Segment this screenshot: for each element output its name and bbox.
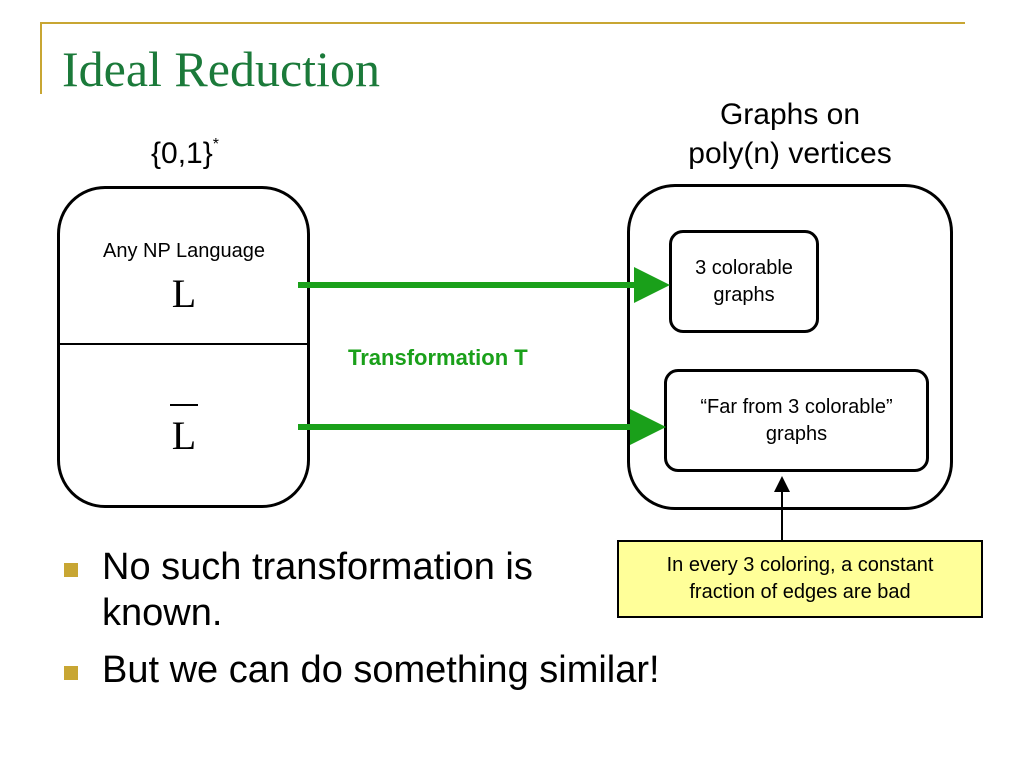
callout-line-1: In every 3 coloring, a constant [666, 554, 934, 576]
bullet-text: No such transformation is known. [102, 546, 533, 634]
bullet-item: No such transformation is known. [64, 545, 552, 636]
frame-left-line [40, 22, 42, 94]
three-colorable-line-2: graphs [713, 283, 775, 306]
slide-title: Ideal Reduction [62, 41, 380, 97]
language-divider [60, 343, 308, 345]
target-set-label: Graphs on poly(n) vertices [640, 95, 940, 173]
far-from-colorable-line-1: “Far from 3 colorable” [700, 395, 893, 418]
bullet-text: But we can do something similar! [102, 649, 660, 692]
domain-set-base: {0,1} [151, 137, 213, 170]
domain-set-superscript: * [212, 136, 219, 153]
bullet-list: No such transformation is known. But we … [64, 545, 764, 706]
bad-edges-callout: In every 3 coloring, a constant fraction… [617, 540, 983, 618]
callout-line-2: fraction of edges are bad [689, 581, 911, 603]
target-set-label-line-1: Graphs on [719, 98, 861, 131]
np-language-box [57, 186, 310, 508]
square-bullet-icon [64, 666, 78, 681]
complement-bar [170, 404, 198, 406]
domain-set-label: {0,1}* [120, 136, 250, 171]
graphs-box [627, 184, 953, 510]
frame-top-line [40, 22, 965, 24]
far-from-colorable-box: “Far from 3 colorable” graphs [664, 369, 929, 472]
transformation-label: Transformation T [348, 345, 528, 370]
square-bullet-icon [64, 563, 78, 577]
language-complement: L [171, 413, 197, 458]
far-from-colorable-line-2: graphs [765, 422, 828, 445]
three-colorable-box: 3 colorable graphs [669, 230, 819, 333]
target-set-label-line-2: poly(n) vertices [688, 137, 892, 170]
three-colorable-line-1: 3 colorable [695, 256, 793, 279]
language-l: L [171, 271, 197, 316]
bullet-item: But we can do something similar! [64, 648, 764, 694]
np-language-label: Any NP Language [103, 240, 265, 262]
